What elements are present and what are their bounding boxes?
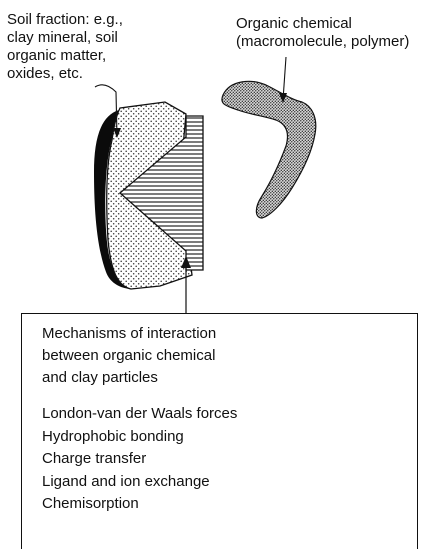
- mechanisms-heading-line: Mechanisms of interaction: [42, 323, 216, 345]
- mechanism-item: Charge transfer: [42, 448, 237, 471]
- mechanisms-heading-line: and clay particles: [42, 367, 216, 389]
- mechanisms-heading: Mechanisms of interaction between organi…: [42, 323, 216, 389]
- mechanism-item: Hydrophobic bonding: [42, 426, 237, 449]
- mechanisms-heading-line: between organic chemical: [42, 345, 216, 367]
- mechanism-item: Chemisorption: [42, 493, 237, 516]
- mechanisms-box: Mechanisms of interaction between organi…: [21, 313, 418, 549]
- mechanisms-list: London-van der Waals forces Hydrophobic …: [42, 403, 237, 516]
- mechanism-item: London-van der Waals forces: [42, 403, 237, 426]
- organic-chemical-polymer: [222, 81, 316, 218]
- mechanism-item: Ligand and ion exchange: [42, 471, 237, 494]
